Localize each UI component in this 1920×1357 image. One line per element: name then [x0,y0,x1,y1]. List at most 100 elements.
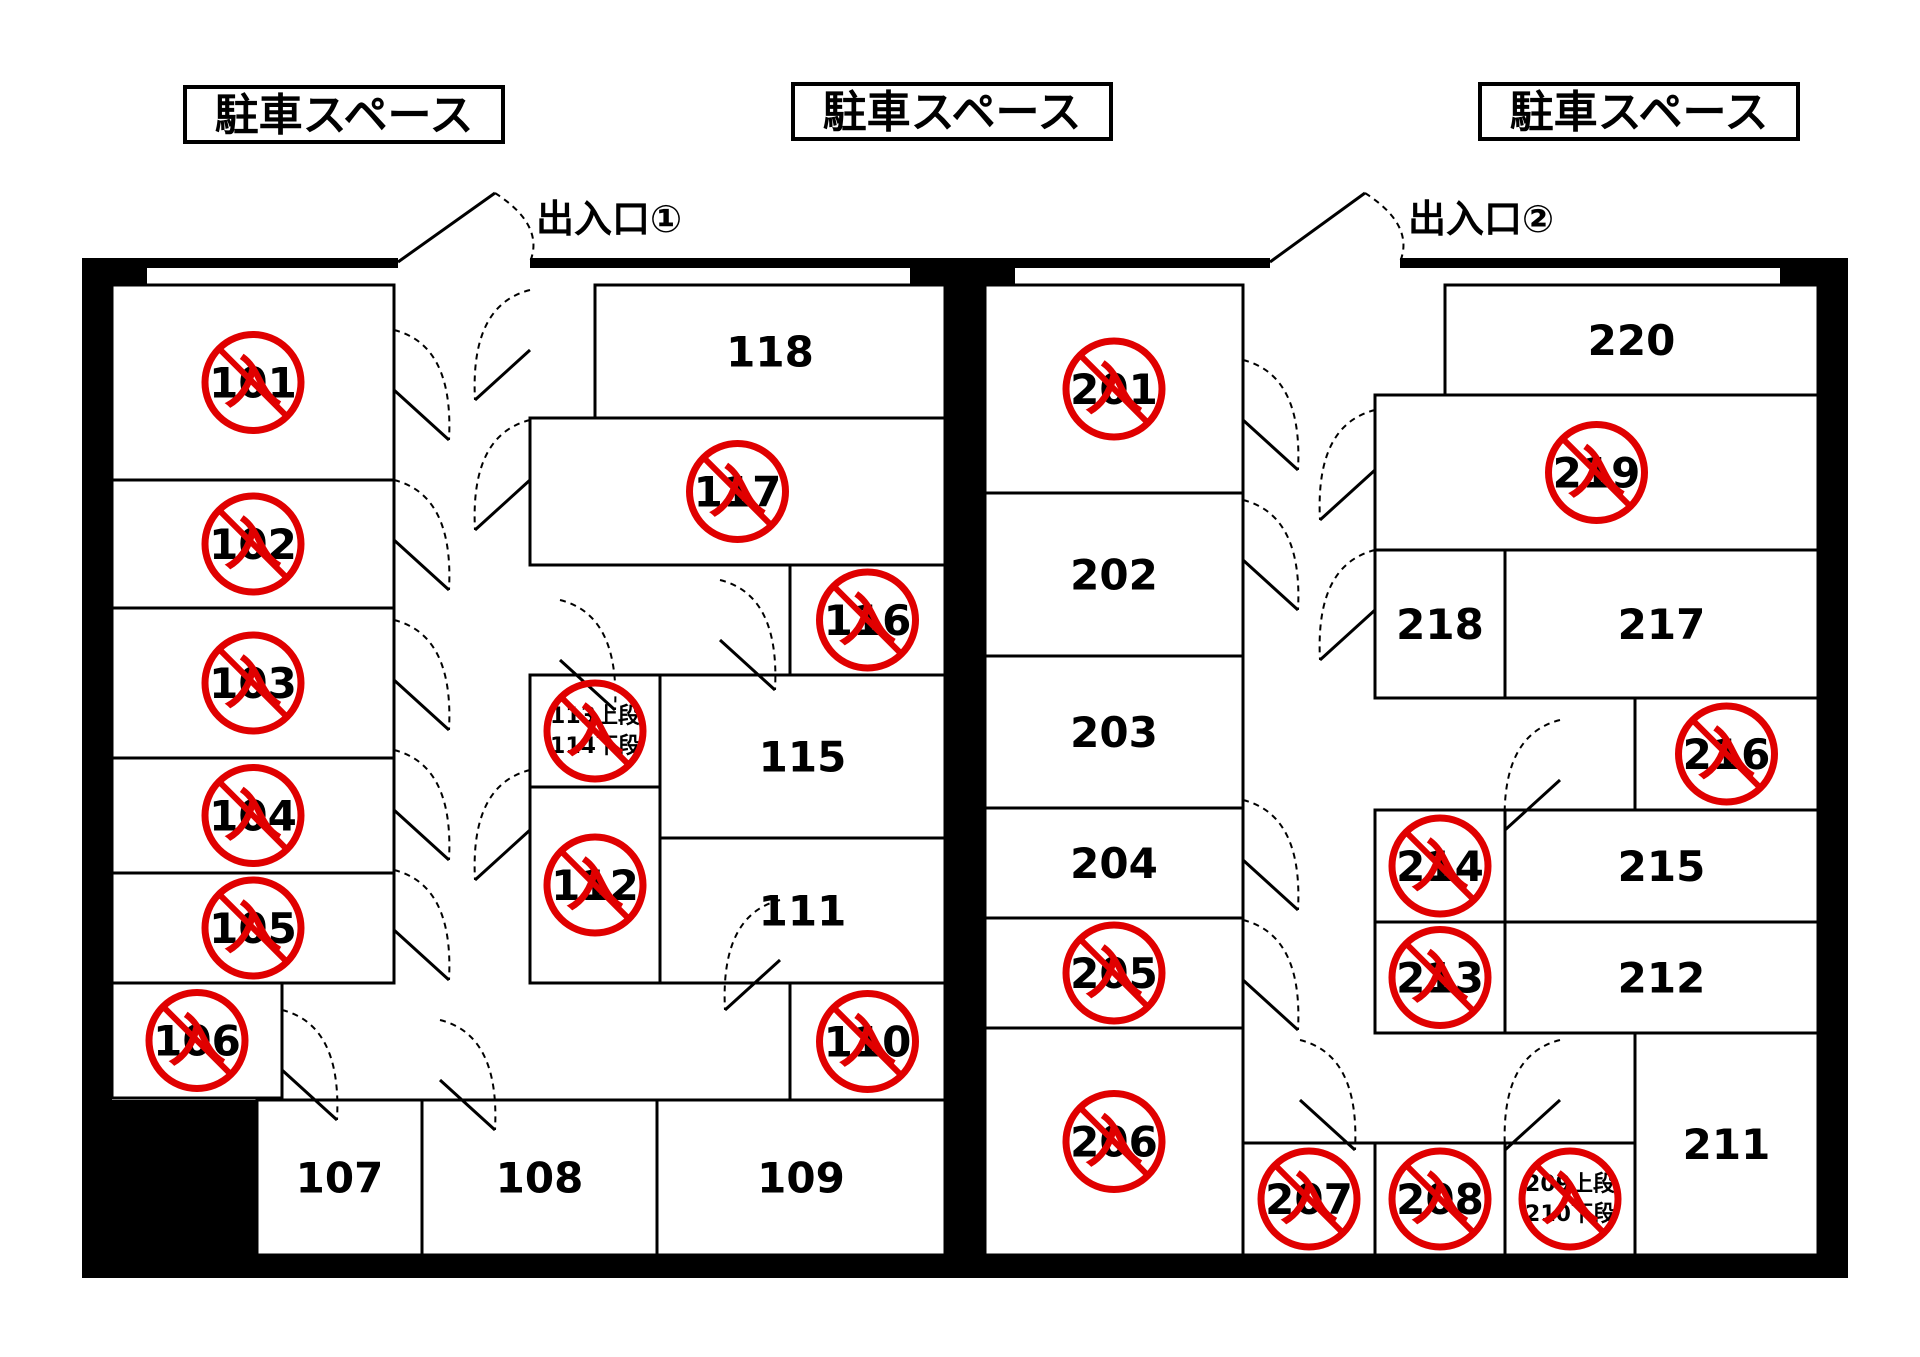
occupied-mark-207: 入 [1257,1147,1361,1251]
room-212 [1503,920,1820,1035]
parking-label-center: 駐車スペース [791,82,1113,141]
occupied-circle-112 [543,833,647,937]
occupied-mark-219: 入 [1545,421,1648,524]
occupied-mark-105: 入 [201,876,305,980]
occupied-slash-208 [1403,1162,1477,1236]
doors-layer [280,289,1562,1152]
door-swing-4 [392,749,451,862]
rooms-layer: 101102103104105106107108109110111112113上… [110,283,1820,1257]
door-swing-12 [280,1009,339,1122]
room-215 [1503,808,1820,924]
occupied-slash-103 [216,646,290,720]
door-swing-15 [1241,499,1300,612]
occupied-slash-219 [1560,436,1633,509]
room-label-220: 220 [1588,316,1676,365]
room-label-111: 111 [759,887,847,936]
door-swing-17 [1241,919,1300,1032]
parking-label-right: 駐車スペース [1478,82,1800,141]
room-202 [983,491,1245,658]
occupied-circle-201 [1062,337,1166,441]
occupied-slash-113 [558,694,632,768]
svg-text:駐車スペース: 駐車スペース [823,87,1082,138]
door-swing-5 [392,869,451,982]
occupied-circle-206 [1062,1090,1166,1193]
occupied-mark-201: 入 [1062,337,1166,441]
occupied-mark-113: 入 [543,679,647,783]
occupied-slash-105 [216,891,290,965]
door-swing-18 [1318,409,1377,522]
occupied-slash-110 [831,1005,904,1078]
occupied-circle-207 [1257,1147,1361,1251]
room-109 [655,1098,947,1257]
occupied-circle-110 [816,990,919,1093]
occupied-circle-116 [816,568,919,672]
occupied-mark-110: 入 [816,990,919,1093]
room-108 [420,1098,659,1257]
occupied-mark-101: 入 [201,331,305,434]
door-swing-2 [392,479,451,592]
room-label-209-1: 209上段 [1525,1171,1615,1197]
occupied-circle-209 [1518,1147,1622,1251]
occupied-circle-103 [201,631,305,735]
room-label-107: 107 [296,1154,384,1203]
occupied-marks-layer: 入入入入入入入入入入入入入入入入入入入入入 [145,331,1778,1251]
room-label-108: 108 [496,1154,584,1203]
door-swing-20 [1503,719,1562,832]
door-swing-1 [392,329,451,442]
occupied-mark-206: 入 [1062,1090,1166,1193]
occupied-circle-219 [1545,421,1648,524]
door-swing-14 [1241,359,1300,472]
entrance-1-label: 出入口① [536,197,682,241]
room-label-217: 217 [1618,600,1706,649]
door-swing-7 [473,419,532,532]
door-swing-10 [718,579,777,692]
room-label-204: 204 [1070,839,1158,888]
room-118 [593,283,947,420]
occupied-slash-206 [1077,1105,1151,1178]
occupied-mark-216: 入 [1675,702,1778,806]
occupied-mark-106: 入 [145,989,249,1092]
occupied-slash-101 [216,346,290,419]
room-label-211: 211 [1683,1120,1771,1169]
door-swing-6 [473,289,532,402]
occupied-slash-207 [1272,1162,1346,1236]
room-label-118: 118 [726,328,814,377]
occupied-mark-117: 入 [686,440,789,543]
door-swing-13 [438,1019,497,1132]
room-211 [1633,1031,1820,1257]
room-label-113-1: 113上段 [550,703,640,729]
occupied-mark-104: 入 [201,764,305,867]
occupied-slash-214 [1403,829,1477,903]
occupied-circle-104 [201,764,305,867]
entrance-2-label: 出入口② [1408,197,1554,241]
occupied-circle-113 [543,679,647,783]
occupied-slash-209 [1533,1162,1607,1236]
occupied-circle-208 [1388,1147,1492,1251]
room-label-212: 212 [1618,954,1706,1003]
occupied-slash-112 [558,848,632,922]
occupied-mark-112: 入 [543,833,647,937]
occupied-mark-103: 入 [201,631,305,735]
room-label-115: 115 [759,733,847,782]
occupied-circle-102 [201,492,305,596]
room-label-203: 203 [1070,708,1158,757]
door-swing-16 [1241,799,1300,912]
occupied-mark-213: 入 [1388,926,1492,1029]
svg-text:駐車スペース: 駐車スペース [1510,87,1769,138]
occupied-slash-216 [1690,717,1763,791]
occupied-circle-216 [1675,702,1778,806]
building-1-walls [82,258,975,1278]
occupied-circle-105 [201,876,305,980]
occupied-mark-214: 入 [1388,814,1492,918]
occupied-slash-117 [701,455,774,528]
occupied-slash-205 [1077,936,1151,1010]
room-label-113-2: 114下段 [550,733,640,759]
door-swing-11 [723,899,782,1012]
room-220 [1443,283,1820,397]
occupied-circle-117 [686,440,789,543]
room-label-109: 109 [757,1154,845,1203]
door-swing-21 [1503,1039,1562,1152]
door-swing-19 [1318,549,1377,662]
occupied-slash-104 [216,779,290,852]
